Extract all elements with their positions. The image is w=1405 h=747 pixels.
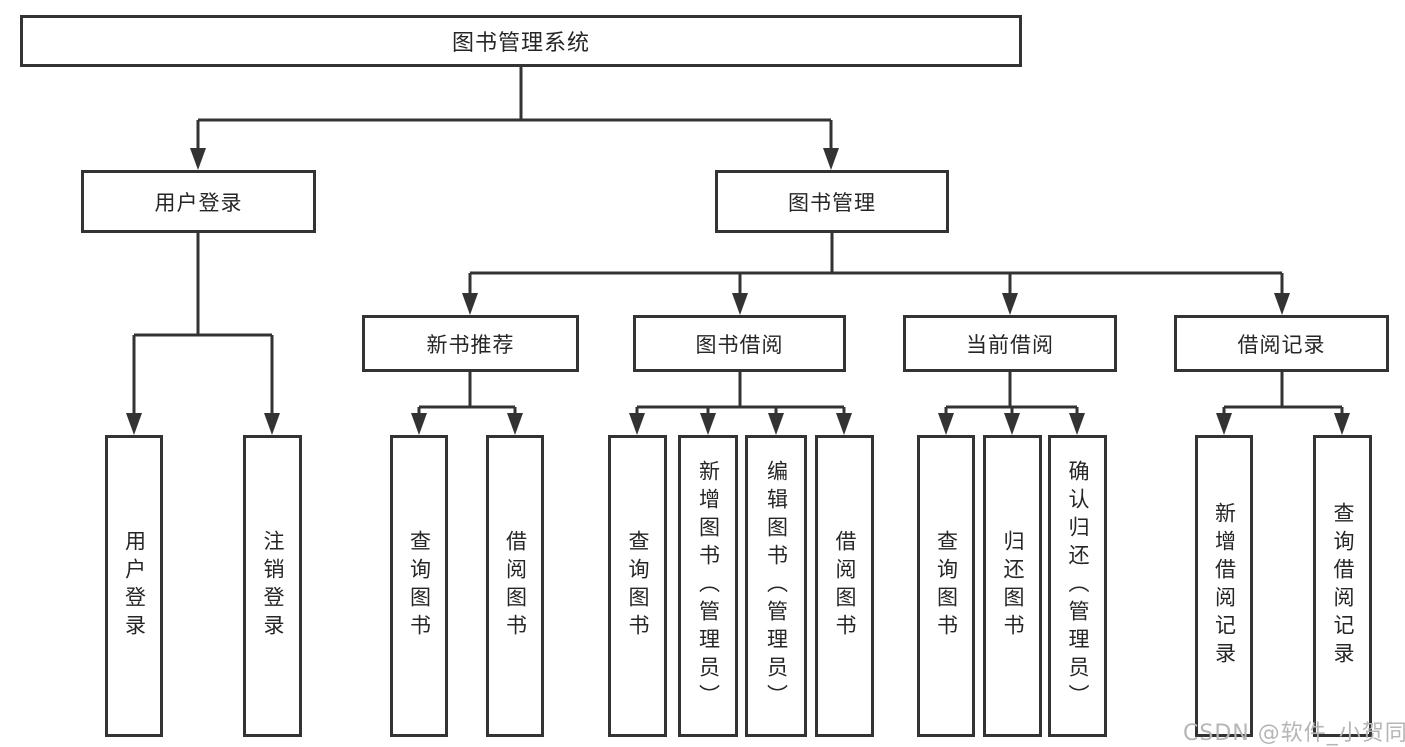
leaf-query-books-current: 查询图书 — [917, 435, 975, 737]
leaf-query-borrow-record: 查询借阅记录 — [1313, 435, 1372, 737]
node-library-management-system: 图书管理系统 — [20, 15, 1022, 67]
leaf-borrow-books-recommend: 借阅图书 — [486, 435, 544, 737]
node-user-login: 用户登录 — [81, 170, 316, 233]
leaf-logout: 注销登录 — [243, 435, 302, 737]
leaf-add-books-admin: 新增图书（管理员） — [678, 435, 738, 737]
csdn-watermark: CSDN @软件_小贺同学 — [1183, 721, 1405, 746]
node-book-management: 图书管理 — [715, 170, 949, 233]
leaf-user-login: 用户登录 — [105, 435, 163, 737]
node-book-borrowing: 图书借阅 — [633, 315, 846, 372]
leaf-borrow-books: 借阅图书 — [815, 435, 874, 737]
leaf-query-books-borrowing: 查询图书 — [608, 435, 667, 737]
node-borrowing-records: 借阅记录 — [1174, 315, 1389, 372]
node-current-borrowing: 当前借阅 — [903, 315, 1117, 372]
leaf-edit-books-admin: 编辑图书（管理员） — [745, 435, 807, 737]
leaf-return-books: 归还图书 — [983, 435, 1042, 737]
node-new-book-recommend: 新书推荐 — [362, 315, 579, 372]
leaf-query-books-recommend: 查询图书 — [390, 435, 448, 737]
arrowheads — [126, 148, 1350, 435]
leaf-add-borrow-record: 新增借阅记录 — [1195, 435, 1253, 737]
leaf-confirm-return-admin: 确认归还（管理员） — [1048, 435, 1107, 737]
